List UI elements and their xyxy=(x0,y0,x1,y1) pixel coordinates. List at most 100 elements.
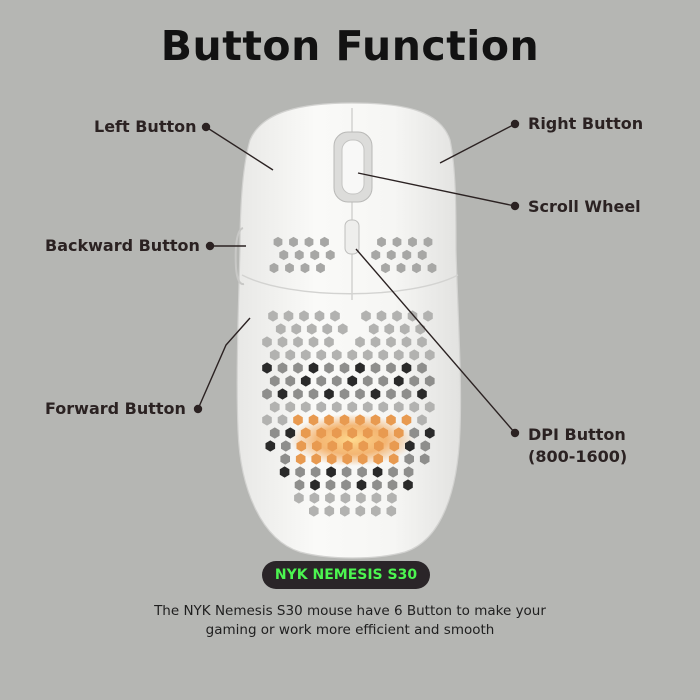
honeycomb-hole xyxy=(283,310,294,322)
honeycomb-hole xyxy=(417,336,427,348)
honeycomb-hole xyxy=(268,310,278,322)
honeycomb-hole xyxy=(409,375,420,387)
honeycomb-hole xyxy=(424,401,435,413)
honeycomb-hole xyxy=(417,362,427,374)
honeycomb-hole xyxy=(347,401,358,413)
label-forward-button: Forward Button xyxy=(45,399,186,418)
honeycomb-hole xyxy=(393,427,404,439)
honeycomb-hole xyxy=(386,336,396,348)
honeycomb-hole xyxy=(285,401,296,413)
dot-left-button xyxy=(201,122,211,132)
honeycomb-hole xyxy=(355,388,365,400)
honeycomb-hole xyxy=(340,492,351,504)
honeycomb-hole xyxy=(355,362,365,374)
honeycomb-hole xyxy=(291,323,302,335)
honeycomb-hole xyxy=(356,492,366,504)
honeycomb-hole xyxy=(362,427,373,439)
honeycomb-hole xyxy=(386,388,396,400)
honeycomb-hole xyxy=(320,236,329,248)
honeycomb-hole xyxy=(326,453,337,465)
honeycomb-hole xyxy=(331,349,342,361)
honeycomb-hole xyxy=(386,505,397,517)
leader-dpi-button xyxy=(355,248,516,434)
label-backward-button: Backward Button xyxy=(45,236,200,255)
honeycomb-hole xyxy=(343,440,353,452)
honeycomb-hole xyxy=(339,362,350,374)
label-dpi-button-line2: (800-1600) xyxy=(528,447,628,466)
honeycomb-hole xyxy=(310,479,320,491)
honeycomb-hole xyxy=(424,375,435,387)
honeycomb-hole xyxy=(326,466,336,478)
honeycomb-hole xyxy=(392,310,402,322)
honeycomb-hole xyxy=(324,505,335,517)
dpi-button xyxy=(344,219,360,255)
honeycomb-hole xyxy=(393,349,404,361)
page-title: Button Function xyxy=(160,22,540,70)
honeycomb-hole xyxy=(408,236,417,248)
description-line-2: gaming or work more efficient and smooth xyxy=(205,622,495,638)
dot-right-button xyxy=(510,119,520,129)
honeycomb-hole xyxy=(409,427,420,439)
honeycomb-hole xyxy=(285,349,296,361)
honeycomb-hole xyxy=(402,249,412,261)
honeycomb-holes xyxy=(262,236,437,517)
honeycomb-hole xyxy=(293,414,303,426)
honeycomb-hole xyxy=(386,249,396,261)
honeycomb-hole xyxy=(324,414,334,426)
honeycomb-hole xyxy=(368,323,379,335)
honeycomb-hole xyxy=(327,440,338,452)
honeycomb-hole xyxy=(361,310,371,322)
honeycomb-hole xyxy=(294,492,304,504)
dot-forward-button xyxy=(193,404,203,414)
honeycomb-hole xyxy=(310,466,321,478)
honeycomb-hole xyxy=(386,414,396,426)
honeycomb-hole xyxy=(325,479,336,491)
honeycomb-hole xyxy=(401,414,412,426)
honeycomb-hole xyxy=(289,236,298,248)
honeycomb-hole xyxy=(308,362,319,374)
label-right-button: Right Button xyxy=(528,114,644,133)
honeycomb-hole xyxy=(388,466,398,478)
honeycomb-hole xyxy=(371,505,381,517)
side-buttons xyxy=(234,227,245,286)
honeycomb-hole xyxy=(262,336,272,348)
leader-scroll-wheel xyxy=(357,172,516,207)
honeycomb-hole xyxy=(384,323,395,335)
label-scroll-wheel: Scroll Wheel xyxy=(528,197,641,216)
honeycomb-hole xyxy=(311,453,321,465)
honeycomb-hole xyxy=(370,388,381,400)
shell-seam xyxy=(241,274,459,295)
leader-left-button xyxy=(205,126,274,171)
honeycomb-hole xyxy=(277,388,288,400)
honeycomb-hole xyxy=(355,414,365,426)
honeycomb-hole xyxy=(277,362,288,374)
honeycomb-hole xyxy=(300,349,311,361)
honeycomb-hole xyxy=(370,336,381,348)
honeycomb-hole xyxy=(392,236,402,248)
leader-right-button xyxy=(439,123,516,164)
honeycomb-hole xyxy=(316,262,325,274)
honeycomb-hole xyxy=(300,262,310,274)
honeycomb-hole xyxy=(378,375,389,387)
honeycomb-hole xyxy=(304,236,314,248)
honeycomb-hole xyxy=(388,453,399,465)
product-name-badge: NYK NEMESIS S30 xyxy=(262,561,430,589)
honeycomb-hole xyxy=(407,310,418,322)
honeycomb-hole xyxy=(262,388,272,400)
rgb-glow xyxy=(290,414,414,466)
honeycomb-hole xyxy=(262,362,272,374)
honeycomb-hole xyxy=(389,440,400,452)
honeycomb-hole xyxy=(371,249,381,261)
honeycomb-hole xyxy=(330,310,340,322)
honeycomb-hole xyxy=(393,401,404,413)
honeycomb-hole xyxy=(378,401,389,413)
honeycomb-hole xyxy=(341,479,351,491)
honeycomb-hole xyxy=(347,427,358,439)
leader-lines xyxy=(197,123,516,434)
honeycomb-hole xyxy=(275,323,286,335)
honeycomb-hole xyxy=(423,236,433,248)
dot-scroll-wheel xyxy=(510,201,520,211)
honeycomb-hole xyxy=(324,336,334,348)
honeycomb-hole xyxy=(370,362,381,374)
